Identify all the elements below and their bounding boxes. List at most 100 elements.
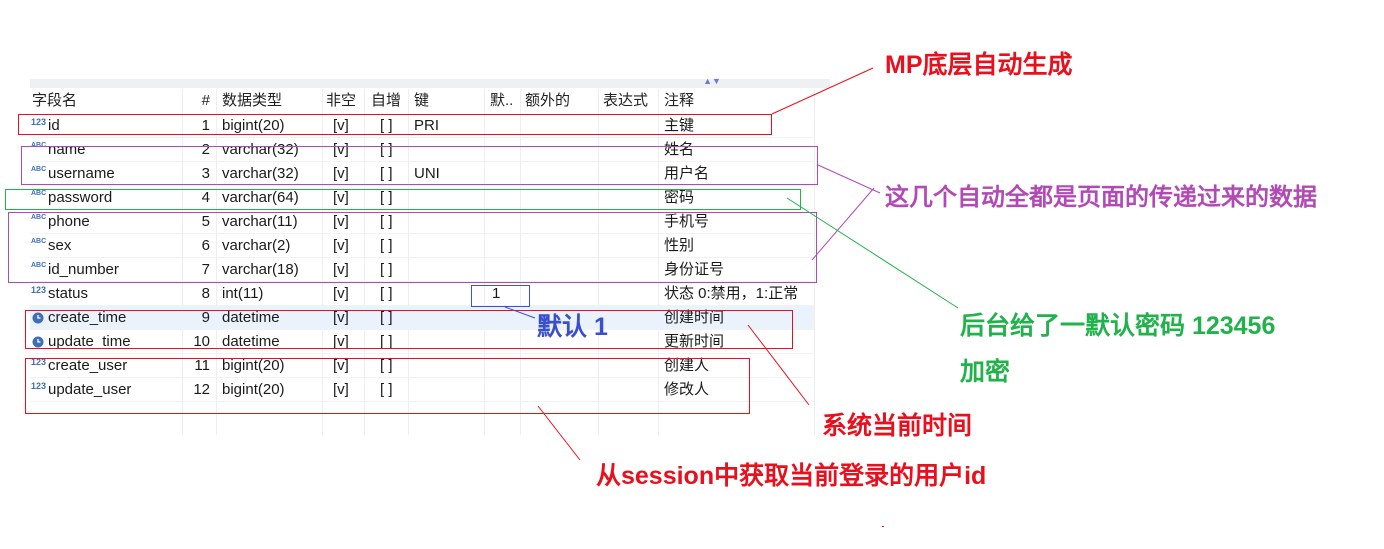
field-name-cell[interactable]: update_user [48, 381, 132, 398]
comment-cell[interactable]: 身份证号 [664, 261, 725, 278]
field-name-cell[interactable]: username [48, 165, 115, 182]
header-field-name[interactable]: 字段名 [32, 92, 78, 109]
auto-increment-cell[interactable]: [ ] [380, 165, 393, 182]
header-expression[interactable]: 表达式 [603, 92, 649, 109]
index-cell[interactable]: 11 [194, 357, 210, 374]
not-null-cell[interactable]: [v] [333, 309, 349, 326]
field-name-cell[interactable]: sex [48, 237, 72, 254]
data-type-cell[interactable]: varchar(2) [222, 237, 291, 254]
header-comment[interactable]: 注释 [664, 92, 695, 109]
auto-increment-cell[interactable]: [ ] [380, 309, 393, 326]
auto-increment-cell[interactable]: [ ] [380, 381, 393, 398]
header-default[interactable]: 默.. [490, 92, 514, 109]
auto-increment-cell[interactable]: [ ] [380, 189, 393, 206]
data-type-cell[interactable]: varchar(32) [222, 165, 299, 182]
from-page-connector-line-1 [817, 164, 881, 194]
index-cell[interactable]: 10 [193, 333, 210, 350]
data-type-cell[interactable]: varchar(64) [222, 189, 299, 206]
index-cell[interactable]: 5 [201, 213, 210, 230]
index-cell[interactable]: 2 [201, 141, 210, 158]
not-null-cell[interactable]: [v] [333, 141, 349, 158]
comment-cell[interactable]: 创建时间 [664, 309, 725, 326]
not-null-cell[interactable]: [v] [333, 381, 349, 398]
header-data-type[interactable]: 数据类型 [222, 92, 283, 109]
data-type-cell[interactable]: bigint(20) [222, 357, 285, 374]
auto-increment-cell[interactable]: [ ] [380, 237, 393, 254]
header-key[interactable]: 键 [414, 92, 430, 109]
comment-cell[interactable]: 创建人 [664, 357, 710, 374]
data-type-cell[interactable]: varchar(18) [222, 261, 299, 278]
auto-increment-cell[interactable]: [ ] [380, 213, 393, 230]
auto-increment-cell[interactable]: [ ] [380, 261, 393, 278]
index-cell[interactable]: 12 [193, 381, 210, 398]
comment-cell[interactable]: 性别 [664, 237, 695, 254]
field-name-cell[interactable]: phone [48, 213, 90, 230]
auto-increment-cell[interactable]: [ ] [380, 333, 393, 350]
index-cell[interactable]: 6 [201, 237, 210, 254]
header-index[interactable]: # [201, 92, 210, 109]
data-type-cell[interactable]: int(11) [222, 285, 264, 302]
comment-cell[interactable]: 更新时间 [664, 333, 725, 350]
field-name-cell[interactable]: update_time [48, 333, 131, 350]
not-null-cell[interactable]: [v] [333, 237, 349, 254]
comment-cell[interactable]: 修改人 [664, 381, 710, 398]
user-rows-highlight-box [25, 358, 750, 414]
data-type-cell[interactable]: bigint(20) [222, 381, 285, 398]
field-name-cell[interactable]: create_user [48, 357, 128, 374]
header-not-null[interactable]: 非空 [326, 92, 357, 109]
field-name-cell[interactable]: password [48, 189, 113, 206]
not-null-cell[interactable]: [v] [333, 189, 349, 206]
time-rows-highlight-box [25, 310, 793, 349]
comment-cell[interactable]: 主键 [664, 117, 695, 134]
not-null-cell[interactable]: [v] [333, 357, 349, 374]
field-name-cell[interactable]: status [48, 285, 89, 302]
key-cell[interactable]: PRI [414, 117, 440, 134]
data-type-cell[interactable]: varchar(32) [222, 141, 299, 158]
comment-cell[interactable]: 用户名 [664, 165, 710, 182]
header-auto-increment[interactable]: 自增 [371, 92, 402, 109]
collapse-chevron-icon[interactable]: ▲▼ [703, 76, 721, 86]
table-row[interactable]: update_time 10 datetime [v] [ ] 更新时间 [30, 330, 814, 354]
comment-cell[interactable]: 状态 0:禁用，1:正常 [664, 285, 799, 302]
default-cell[interactable]: 1 [492, 285, 501, 302]
row-divider [30, 353, 814, 354]
auto-increment-cell[interactable]: [ ] [380, 285, 393, 302]
not-null-cell[interactable]: [v] [333, 333, 349, 350]
comment-cell[interactable]: 姓名 [664, 141, 695, 158]
auto-increment-cell[interactable]: [ ] [380, 117, 393, 134]
key-cell[interactable]: UNI [414, 165, 440, 182]
data-type-cell[interactable]: datetime [222, 333, 280, 350]
data-type-cell[interactable]: bigint(20) [222, 117, 285, 134]
data-type-cell[interactable]: varchar(11) [222, 213, 298, 230]
not-null-cell[interactable]: [v] [333, 117, 349, 134]
index-cell[interactable]: 4 [201, 189, 210, 206]
index-cell[interactable]: 8 [201, 285, 210, 302]
field-name-cell[interactable]: id [48, 117, 60, 134]
index-cell[interactable]: 7 [201, 261, 210, 278]
field-name-cell[interactable]: id_number [48, 261, 119, 278]
index-cell[interactable]: 9 [201, 309, 210, 326]
not-null-cell[interactable]: [v] [333, 165, 349, 182]
not-null-cell[interactable]: [v] [333, 285, 349, 302]
field-name-cell[interactable]: name [48, 141, 86, 158]
comment-cell[interactable]: 手机号 [664, 213, 710, 230]
auto-increment-cell[interactable]: [ ] [380, 357, 393, 374]
not-null-cell[interactable]: [v] [333, 213, 349, 230]
data-type-cell[interactable]: datetime [222, 309, 280, 326]
index-cell[interactable]: 3 [201, 165, 210, 182]
comment-cell[interactable]: 密码 [664, 189, 695, 206]
index-cell[interactable]: 1 [201, 117, 210, 134]
field-name-cell[interactable]: create_time [48, 309, 127, 326]
not-null-cell[interactable]: [v] [333, 261, 349, 278]
auto-increment-cell[interactable]: [ ] [380, 141, 393, 158]
header-extra[interactable]: 额外的 [525, 92, 571, 109]
